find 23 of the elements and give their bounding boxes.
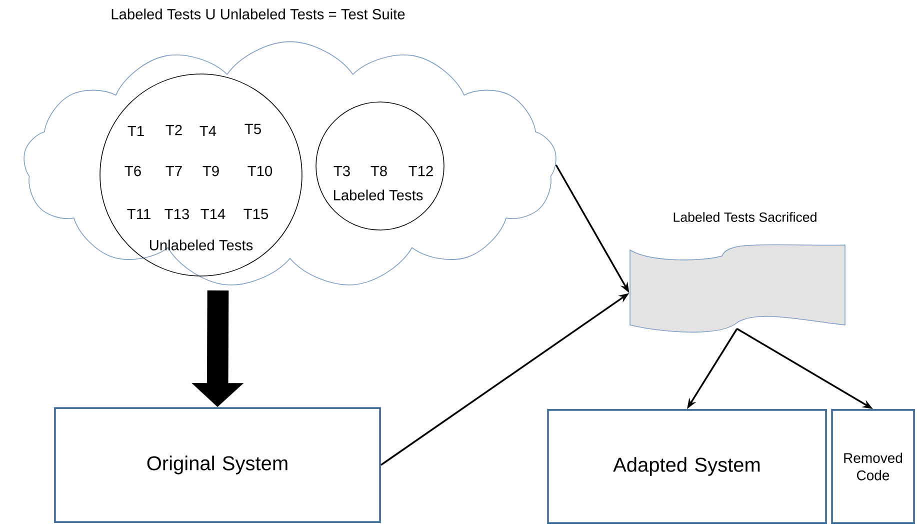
node-label: Labeled Tests Sacrificed (674, 212, 816, 222)
test-label: T5 (244, 124, 261, 134)
test-label: T1 (128, 126, 144, 136)
test-label: T7 (166, 166, 182, 176)
process-box: Original System (54, 407, 381, 523)
test-label: T12 (408, 166, 433, 176)
test-label: T11 (127, 208, 150, 220)
test-label: T9 (202, 166, 219, 176)
test-label: T13 (164, 208, 189, 220)
set-label: Unlabeled Tests (150, 240, 253, 250)
test-label: T14 (200, 208, 226, 220)
title: Labeled Tests U Unlabeled Tests = Test Suite (112, 8, 405, 20)
test-label: T10 (248, 166, 272, 176)
test-label: T6 (124, 166, 141, 176)
test-label: T3 (334, 166, 350, 176)
test-label: T4 (200, 126, 216, 136)
process-box: Adapted System (547, 409, 827, 524)
test-label: T2 (166, 124, 182, 136)
process-box: Removed Code (831, 409, 915, 524)
test-label: T15 (244, 208, 268, 220)
cloud (24, 41, 556, 286)
set-label: Labeled Tests (334, 190, 423, 200)
test-label: T8 (370, 166, 387, 176)
